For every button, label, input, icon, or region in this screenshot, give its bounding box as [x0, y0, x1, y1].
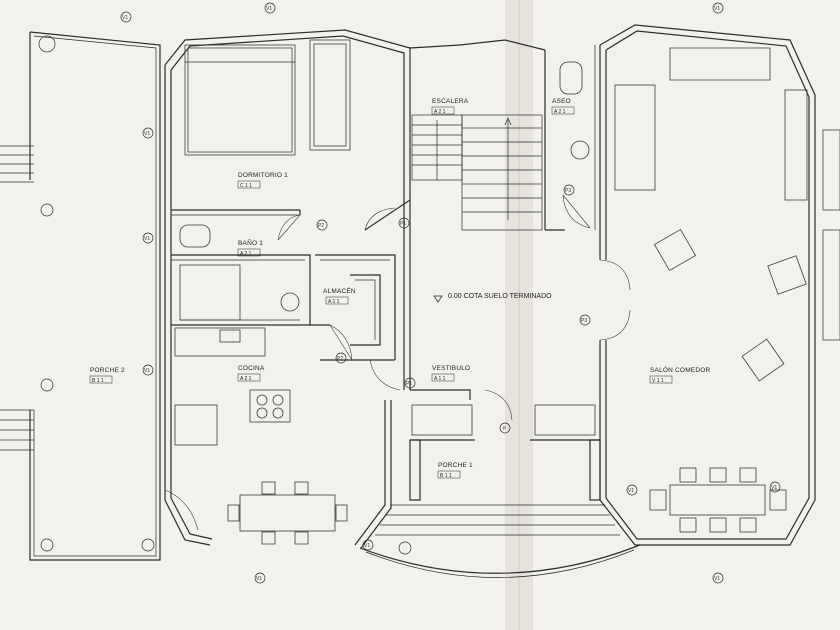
- room-label-porche-2: PORCHE 2: [90, 367, 125, 374]
- door-tag-p2: P2: [337, 356, 343, 362]
- room-code-cocina: A 2 1: [240, 376, 252, 382]
- column: [40, 538, 54, 552]
- porche-2-steps: [0, 145, 34, 451]
- bano-fixtures: [179, 224, 300, 321]
- door-tag-p1: P1: [406, 381, 412, 387]
- porche-1-steps: [359, 439, 641, 578]
- vestibulo-furniture: [411, 404, 596, 436]
- door-tags: P1 P1 P2 P2 P3 P3 P: [316, 184, 591, 434]
- svg-text:V1: V1: [628, 488, 634, 494]
- svg-text:V1: V1: [266, 6, 272, 12]
- svg-text:V1: V1: [256, 576, 262, 582]
- door-tag-p2: P2: [318, 223, 324, 229]
- cocina-furniture: [174, 327, 348, 545]
- room-label-aseo: ASEO: [552, 98, 571, 105]
- room-label-porche-1: PORCHE 1: [438, 462, 473, 469]
- room-code-bano: A 2 1: [240, 251, 252, 257]
- room-code-almacen: A 1 1: [328, 299, 340, 305]
- salon-furniture: [614, 47, 808, 533]
- porche-2-outline: [0, 31, 412, 561]
- exterior-walls: [164, 24, 840, 549]
- door-tag-p3: P3: [565, 188, 571, 194]
- window-tags: V1 V1 V1 V1 V1 V1 V1 V1 V1 V1 V1: [120, 2, 781, 584]
- svg-text:V1: V1: [364, 543, 370, 549]
- room-code-box: [237, 373, 261, 382]
- door-tag-p1: P1: [400, 221, 406, 227]
- room-code-escalera: A 2 1: [434, 109, 446, 115]
- room-label-escalera: ESCALERA: [432, 98, 469, 105]
- room-code-box: [237, 248, 261, 257]
- staircase: [411, 114, 543, 231]
- svg-text:V1: V1: [714, 6, 720, 12]
- interior-walls: [171, 199, 600, 441]
- room-code-box: [551, 106, 575, 115]
- column: [141, 538, 155, 552]
- svg-text:V1: V1: [771, 485, 777, 491]
- room-label-cocina: COCINA: [238, 365, 265, 372]
- room-code-aseo: A 2 1: [554, 109, 566, 115]
- door-tag-entry: P: [503, 426, 507, 432]
- door-tag-p3: P3: [581, 318, 587, 324]
- column: [38, 35, 56, 53]
- room-code-box: [431, 373, 455, 382]
- room-code-box: [649, 375, 673, 384]
- room-code-porche-2: B 1 1: [92, 378, 104, 384]
- room-label-dormitorio: DORMITORIO 1: [238, 172, 288, 179]
- room-code-porche-1: B 1 1: [440, 473, 452, 479]
- room-code-dormitorio: C 1 1: [240, 183, 252, 189]
- room-code-box: [437, 470, 461, 479]
- svg-text:V1: V1: [122, 15, 128, 21]
- room-label-almacen: ALMACÉN: [323, 286, 356, 295]
- room-label-vestibulo: VESTIBULO: [432, 365, 470, 372]
- elevation-label: 0.00 COTA SUELO TERMINADO: [448, 293, 552, 300]
- aseo-fixtures: [559, 61, 590, 160]
- column: [40, 378, 54, 392]
- room-code-vestibulo: A 1 1: [434, 376, 446, 382]
- room-label-salon: SALÓN COMEDOR: [650, 365, 710, 374]
- column: [398, 541, 412, 555]
- dormitorio-furniture: [184, 39, 351, 156]
- doors: [164, 194, 631, 531]
- svg-text:V1: V1: [144, 368, 150, 374]
- room-code-box: [237, 180, 261, 189]
- room-code-salon: V 1 1: [652, 378, 664, 384]
- elevation-marker-icon: [433, 295, 443, 303]
- room-label-bano: BAÑO 1: [238, 238, 263, 247]
- svg-text:V1: V1: [144, 131, 150, 137]
- svg-text:V1: V1: [714, 576, 720, 582]
- column: [40, 203, 54, 217]
- room-code-box: [89, 375, 113, 384]
- svg-text:V1: V1: [144, 236, 150, 242]
- room-code-box: [325, 296, 349, 305]
- room-code-box: [431, 106, 455, 115]
